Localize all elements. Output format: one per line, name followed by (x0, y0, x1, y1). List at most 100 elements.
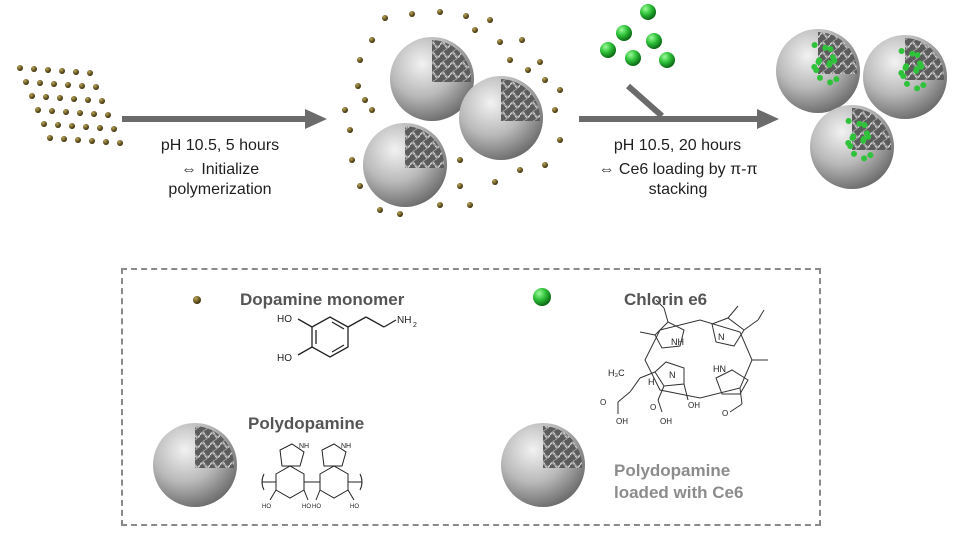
monomer-dot (63, 109, 69, 115)
dopamine-monomer-cluster (17, 65, 123, 146)
ce6-oh: OH (616, 417, 628, 426)
monomer-dot (47, 135, 53, 141)
legend-loaded-line2: loaded with Ce6 (614, 483, 744, 502)
ce6-n: N (718, 332, 725, 342)
monomer-dot (23, 79, 29, 85)
legend-monomer-dot (193, 296, 201, 304)
monomer-dot (507, 57, 513, 63)
monomer-dot (552, 107, 558, 113)
ce6-dot (845, 140, 852, 146)
monomer-dot (542, 162, 548, 168)
step1-description-line2: polymerization (168, 181, 272, 198)
monomer-dot (557, 87, 563, 93)
step2-condition: pH 10.5, 20 hours (613, 137, 742, 154)
ce6-oh: OH (688, 401, 700, 410)
monomer-dot (457, 157, 463, 163)
monomer-dot (61, 136, 67, 142)
monomer-dot (31, 66, 37, 72)
monomer-dot (355, 83, 361, 89)
monomer-dot (93, 84, 99, 90)
monomer-dot (467, 202, 473, 208)
monomer-dot (17, 65, 23, 71)
step2-description-line2: stacking (648, 181, 708, 198)
ce6-o: O (650, 403, 656, 412)
monomer-dot (369, 37, 375, 43)
monomer-dot (57, 95, 63, 101)
step1-condition: pH 10.5, 5 hours (160, 137, 280, 154)
ce6-dot (816, 57, 823, 64)
monomer-dot (41, 121, 47, 127)
monomer-dot (51, 81, 57, 87)
step2-description: ⇔ Ce6 loading by π-π stacking (568, 160, 788, 200)
legend-loaded-line1: Polydopamine (614, 461, 731, 480)
ce6-nh: NH (671, 337, 684, 347)
monomer-dot (377, 207, 383, 213)
ho-label: HO (277, 314, 292, 325)
monomer-dot (457, 183, 463, 189)
ce6-dot (904, 80, 910, 87)
monomer-dot (37, 80, 43, 86)
ce6-dot (833, 76, 840, 83)
monomer-dot (117, 140, 123, 146)
ce6-dot (817, 74, 823, 81)
monomer-dot (29, 93, 35, 99)
monomer-dot (111, 126, 117, 132)
ce6-dot (827, 79, 834, 86)
arrow-step2 (579, 83, 779, 129)
ce6-dot (867, 152, 874, 159)
ce6-hn: HN (713, 364, 726, 374)
monomer-dot (97, 125, 103, 131)
monomer-dot (49, 108, 55, 114)
ce6-dot (861, 122, 868, 128)
polydopamine-particle (390, 37, 474, 121)
legend-loaded-sphere (501, 423, 585, 507)
monomer-dot (77, 110, 83, 116)
ce6-o: O (600, 398, 606, 407)
ce6-dot (898, 48, 905, 54)
ce6-dot (914, 85, 921, 92)
ce6-n: N (669, 370, 676, 380)
ce6-dot (827, 46, 834, 52)
ce6-dot (898, 70, 905, 76)
monomer-dot (437, 202, 443, 208)
legend-chlorin-label: Chlorin e6 (624, 290, 708, 309)
ho-label: HO (277, 353, 292, 364)
monomer-dot (525, 67, 531, 73)
legend-polydopamine-label: Polydopamine (248, 414, 365, 433)
monomer-dot (89, 138, 95, 144)
monomer-dot (71, 96, 77, 102)
legend-ce6-dot (533, 288, 551, 306)
monomer-dot (362, 97, 368, 103)
ce6-dot (856, 120, 863, 127)
chlorin-e6-structure (617, 299, 768, 414)
monomer-dot (382, 15, 388, 21)
monomer-dot (517, 167, 523, 173)
monomer-dot (59, 68, 65, 74)
ce6-h3c: H₃C (608, 368, 625, 378)
monomer-dot (342, 107, 348, 113)
legend-loaded-label: Polydopamine loaded with Ce6 (614, 460, 743, 504)
monomer-dot (55, 122, 61, 128)
monomer-dot (369, 107, 375, 113)
pda-ho: HO (262, 504, 271, 510)
pda-nh: NH (299, 443, 309, 450)
monomer-dot (472, 27, 478, 33)
ce6-dot (913, 67, 920, 74)
polydopamine-particle (459, 76, 543, 160)
chlorin-e6-molecules (600, 4, 675, 68)
monomer-dot (69, 123, 75, 129)
monomer-dot (492, 179, 498, 185)
monomer-dot (65, 82, 71, 88)
step1-description: ⇔ Initialize polymerization (140, 160, 300, 200)
monomer-dot (103, 139, 109, 145)
ce6-dot (845, 118, 852, 124)
monomer-dot (542, 77, 548, 83)
polydopamine-structure (261, 443, 363, 501)
pda-ho: HO (302, 504, 311, 510)
ce6-dot (909, 50, 916, 57)
ce6-dot (811, 42, 818, 48)
monomer-dot (91, 111, 97, 117)
monomer-dot (79, 83, 85, 89)
monomer-dot (349, 157, 355, 163)
